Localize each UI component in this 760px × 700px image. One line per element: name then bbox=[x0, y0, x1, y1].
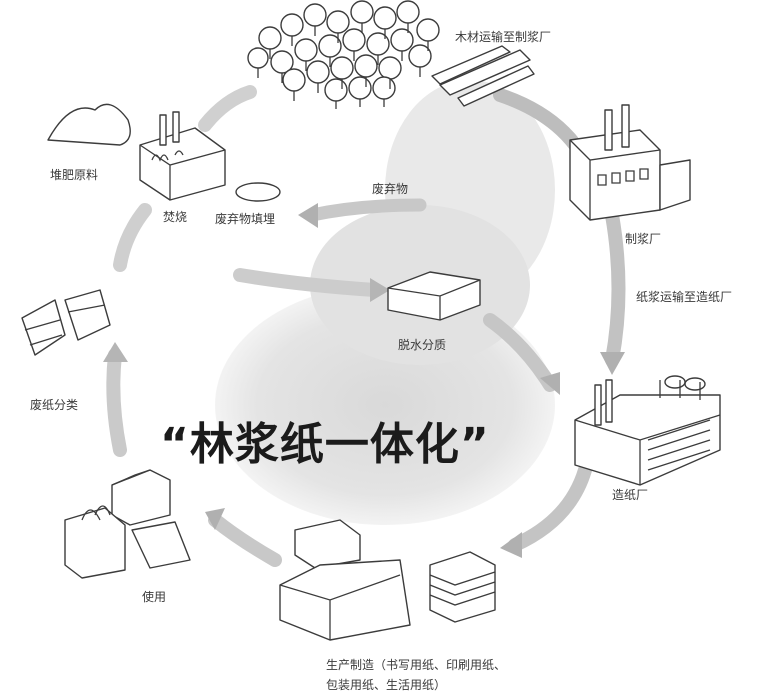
arrowhead-papermill bbox=[600, 352, 625, 375]
deinked-pulp-icon bbox=[387, 271, 481, 321]
label-biomass-fuel: 堆肥原料 bbox=[50, 168, 99, 182]
cycle-arrows bbox=[103, 85, 626, 567]
label-timber-transport: 木材运输至制浆厂 bbox=[455, 30, 552, 44]
label-ash-landfill: 废弃物填埋 bbox=[215, 212, 276, 226]
label-incineration: 焚烧 bbox=[163, 210, 188, 224]
timber-logs bbox=[431, 45, 535, 107]
arrow-residue-to-landfill bbox=[305, 198, 427, 222]
forest-trees bbox=[247, 0, 440, 109]
arrowhead-deinked bbox=[370, 278, 390, 302]
label-waste-residue: 废弃物 bbox=[372, 182, 409, 196]
arrowhead-use bbox=[205, 508, 225, 530]
label-use: 使用 bbox=[142, 590, 167, 604]
label-production: 生产制造（书写用纸、印刷用纸、 bbox=[326, 658, 507, 672]
production-boxes-icon bbox=[279, 519, 496, 641]
label-pulp-transport: 纸浆运输至造纸厂 bbox=[636, 290, 733, 304]
label-production-line2: 包装用纸、生活用纸） bbox=[326, 678, 447, 692]
arrowhead-production bbox=[500, 532, 522, 558]
label-deinked-pulp: 脱水分质 bbox=[398, 338, 447, 352]
center-blob bbox=[215, 80, 555, 525]
arrow-sorting-to-incineration bbox=[113, 203, 152, 272]
arrowhead-deinked-papermill bbox=[540, 372, 560, 395]
waste-sorting-icon bbox=[21, 289, 111, 356]
landfill-disk-icon bbox=[235, 182, 281, 202]
arrow-use-to-sorting bbox=[106, 348, 127, 457]
diagram-title: “林浆纸一体化” bbox=[160, 419, 490, 470]
incinerator-icon bbox=[139, 111, 226, 201]
arrowhead-landfill bbox=[298, 203, 318, 228]
arrow-incineration-to-forest bbox=[198, 85, 257, 132]
arrow-production-to-use bbox=[208, 513, 282, 567]
arrow-sorting-to-deinked bbox=[233, 268, 382, 297]
label-paper-mill: 造纸厂 bbox=[612, 488, 649, 502]
arrowhead-sorting bbox=[103, 342, 128, 362]
use-items-icon bbox=[64, 469, 191, 579]
pulp-mill-icon bbox=[569, 104, 691, 221]
label-waste-sorting: 废纸分类 bbox=[30, 398, 79, 412]
compost-pile-icon bbox=[47, 103, 131, 146]
label-pulp-mill: 制浆厂 bbox=[625, 232, 662, 246]
paper-mill-icon bbox=[574, 375, 721, 486]
arrow-pulpmill-to-papermill bbox=[605, 208, 626, 367]
arrow-papermill-to-production bbox=[508, 463, 592, 552]
